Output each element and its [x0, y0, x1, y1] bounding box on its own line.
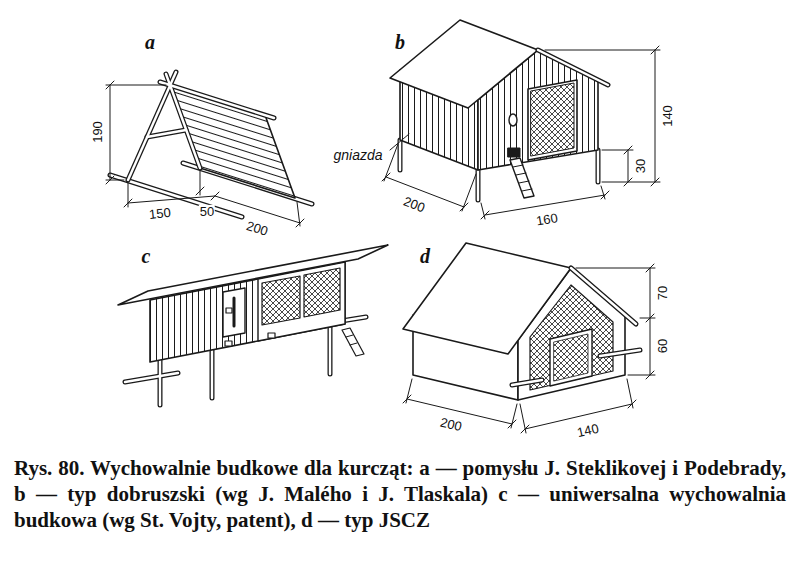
dobruszski-coop	[390, 20, 608, 200]
dimension-value: 200	[438, 415, 464, 434]
dimension-value: 200	[244, 219, 271, 240]
dimension-value: 200	[400, 194, 427, 216]
figure-letter: b	[394, 31, 406, 53]
dimension-value: 60	[656, 338, 670, 354]
dimension-value: 190	[91, 120, 105, 144]
jscz-coop	[403, 243, 640, 400]
dimension-lines-d	[403, 264, 655, 433]
figure-caption: Rys. 80. Wychowalnie budkowe dla kurcząt…	[14, 455, 786, 533]
dimension-value: 30	[634, 158, 648, 174]
dimension-value: 150	[147, 206, 172, 223]
dimension-value: 140	[661, 104, 675, 128]
dimension-value: 70	[656, 285, 670, 301]
dimension-lines-a	[106, 81, 304, 227]
a-frame-coop	[110, 72, 312, 217]
dimension-value: 140	[575, 421, 601, 440]
dimension-value: 50	[199, 205, 215, 219]
figure-letter: c	[141, 245, 152, 267]
part-name: gniazda	[332, 148, 383, 163]
figure-letter: d	[419, 245, 431, 267]
dimension-value: 160	[534, 211, 560, 229]
universal-hutch	[118, 245, 388, 405]
dimension-lines-b	[382, 46, 660, 219]
figure-letter: a	[144, 31, 156, 53]
